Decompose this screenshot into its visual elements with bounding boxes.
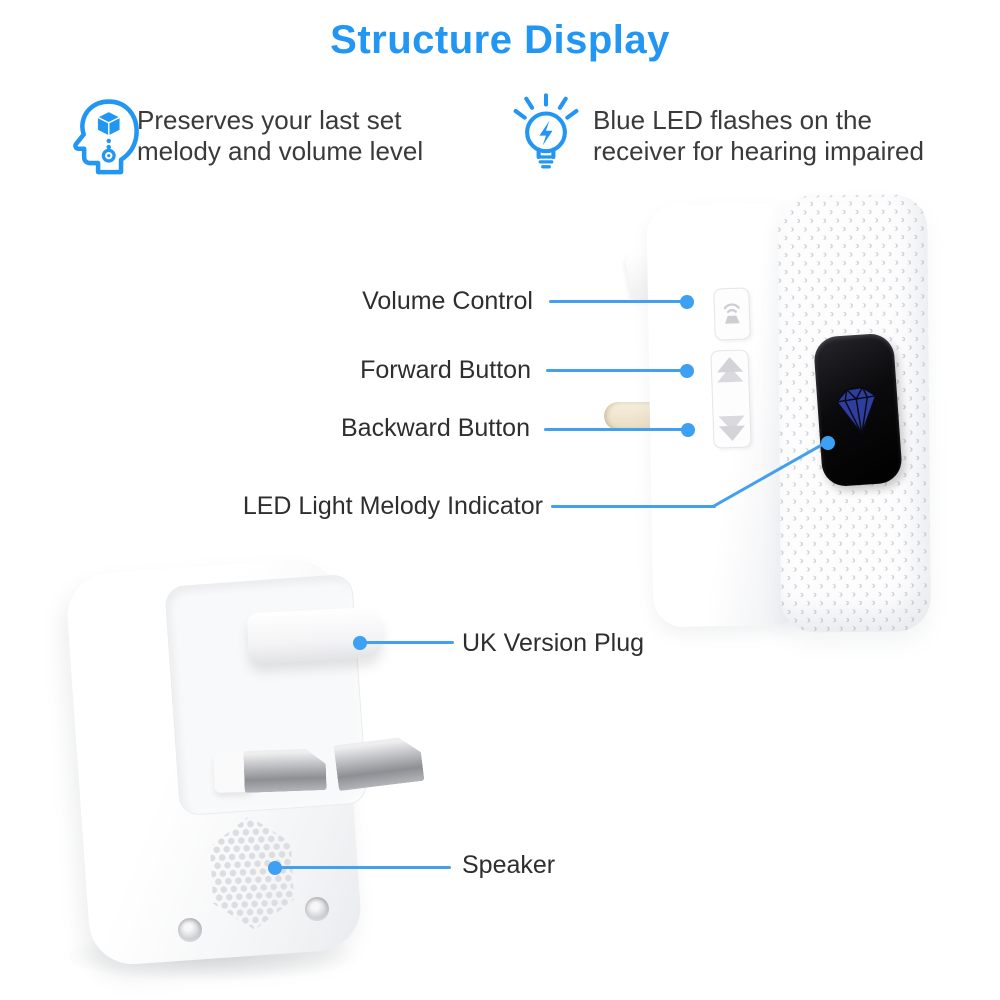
pin-metal-tip xyxy=(243,748,326,793)
memory-head-icon xyxy=(73,99,139,175)
callout-label-forward-button: Forward Button xyxy=(360,356,531,384)
callout-dot-backward-button xyxy=(681,423,695,437)
volume-speaker-icon xyxy=(723,303,740,324)
feature-memory-line2: melody and volume level xyxy=(137,136,424,166)
page-title: Structure Display xyxy=(330,18,670,62)
callout-line-speaker xyxy=(281,866,451,869)
uk-plug-pin-left xyxy=(213,748,326,794)
pin-metal-tip xyxy=(334,735,425,791)
callout-line-led-indicator xyxy=(551,505,716,508)
callout-line-forward-button xyxy=(546,369,689,372)
callout-label-uk-plug: UK Version Plug xyxy=(462,629,645,657)
callout-dot-volume-control xyxy=(680,295,694,309)
feature-memory-line1: Preserves your last set xyxy=(137,105,402,135)
callout-label-backward-button: Backward Button xyxy=(341,414,530,442)
callout-line-uk-plug xyxy=(366,641,454,644)
callout-label-speaker: Speaker xyxy=(462,851,556,879)
volume-control-button xyxy=(713,287,751,341)
feature-led-line1: Blue LED flashes on the xyxy=(593,105,872,135)
callout-line-volume-control xyxy=(549,300,689,303)
callout-dot-forward-button xyxy=(680,364,694,378)
feature-memory-text: Preserves your last set melody and volum… xyxy=(137,105,423,167)
uk-plug-pin-right xyxy=(334,735,425,791)
callout-dot-uk-plug xyxy=(353,636,367,650)
callout-dot-led-indicator xyxy=(821,436,835,450)
melody-forward-backward-rocker xyxy=(710,349,752,449)
diamond-logo-icon xyxy=(835,386,877,435)
led-melody-indicator-window xyxy=(812,332,904,488)
callout-dot-speaker xyxy=(268,861,282,875)
led-bulb-icon xyxy=(513,93,579,169)
screw-hole-right xyxy=(305,897,329,921)
callout-label-volume-control: Volume Control xyxy=(362,287,533,315)
up-down-arrows-icon xyxy=(717,357,745,441)
feature-led-text: Blue LED flashes on the receiver for hea… xyxy=(593,105,924,167)
feature-led-line2: receiver for hearing impaired xyxy=(593,136,924,166)
screw-hole-left xyxy=(178,918,202,942)
callout-line-backward-button xyxy=(544,428,690,431)
callout-label-led-indicator: LED Light Melody Indicator xyxy=(242,492,543,520)
uk-plug-earth-pin xyxy=(246,606,384,664)
